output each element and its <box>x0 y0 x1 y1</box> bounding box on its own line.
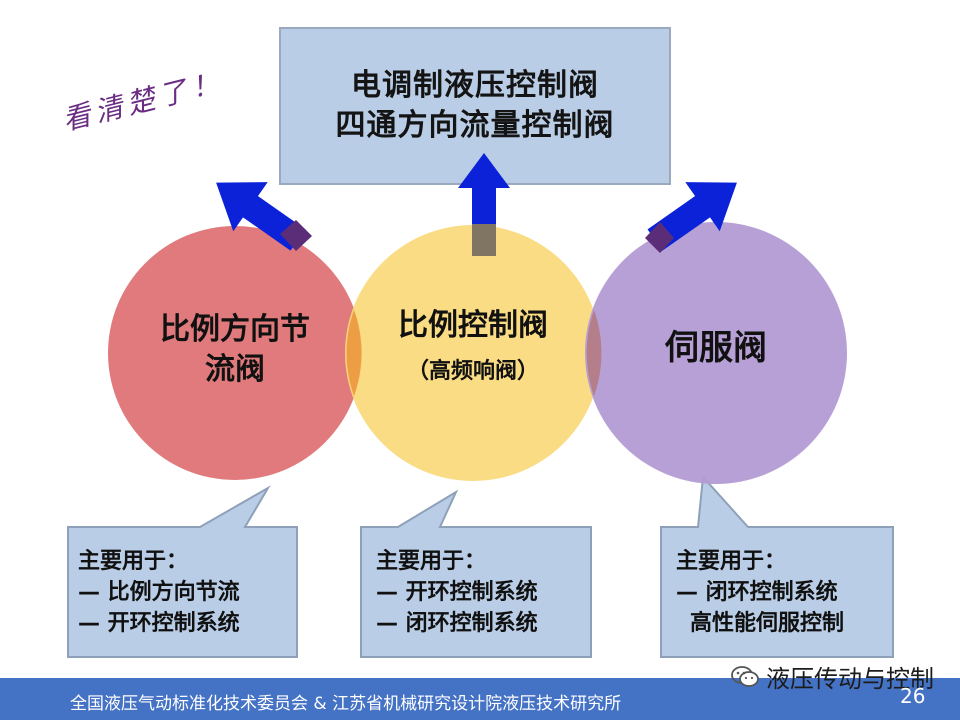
watermark: 液压传动与控制 <box>730 659 934 694</box>
callout-3-item-1: — 闭环控制系统 <box>676 580 838 605</box>
arrow-mid <box>458 153 510 256</box>
circle-left-label: 比例方向节 流阀 <box>150 310 320 390</box>
top-box-line-1: 电调制液压控制阀 <box>351 68 599 103</box>
callout-1-item-2: — 开环控制系统 <box>78 611 240 636</box>
top-box: 电调制液压控制阀 四通方向流量控制阀 <box>279 27 671 185</box>
callout-1-heading: 主要用于： <box>78 549 189 574</box>
circle-right-label: 伺服阀 <box>636 328 796 368</box>
circle-mid-line-1: 比例控制阀 <box>398 308 548 343</box>
page-number: 26 <box>900 684 926 708</box>
callout-2: 主要用于： — 开环控制系统 — 闭环控制系统 <box>376 546 538 639</box>
callout-3-item-2: 高性能伺服控制 <box>690 611 845 636</box>
circle-mid <box>345 225 601 481</box>
circle-right <box>585 222 847 484</box>
callout-shape-1 <box>67 485 298 658</box>
callout-3-heading: 主要用于： <box>676 549 787 574</box>
top-box-line-2: 四通方向流量控制阀 <box>335 108 615 143</box>
callout-1-item-1: — 比例方向节流 <box>78 580 240 605</box>
watermark-text: 液压传动与控制 <box>766 665 934 693</box>
circle-mid-line-2: （高频响阀） <box>406 359 539 384</box>
circle-mid-label: 比例控制阀 （高频响阀） <box>383 306 563 392</box>
callout-1: 主要用于： — 比例方向节流 — 开环控制系统 <box>78 546 240 639</box>
callout-3: 主要用于： — 闭环控制系统 高性能伺服控制 <box>676 546 844 639</box>
circle-right-line-1: 伺服阀 <box>665 328 767 368</box>
footer-bar <box>0 678 960 720</box>
footer-text: 全国液压气动标准化技术委员会 & 江苏省机械研究设计院液压技术研究所 <box>70 694 622 714</box>
wechat-icon <box>731 665 759 687</box>
circle-left-line-1: 比例方向节 <box>160 312 310 347</box>
circle-left <box>108 226 362 480</box>
arrow-left-base <box>280 220 312 251</box>
callout-2-item-1: — 开环控制系统 <box>376 580 538 605</box>
arrow-right-base <box>645 222 674 253</box>
callout-shape-2 <box>360 489 592 658</box>
circle-left-line-2: 流阀 <box>205 352 265 387</box>
callout-2-heading: 主要用于： <box>376 549 487 574</box>
callout-2-item-2: — 闭环控制系统 <box>376 611 538 636</box>
callout-shape-3 <box>660 474 894 658</box>
overlap-mid-right <box>586 310 602 396</box>
overlap-left-mid <box>346 310 362 396</box>
